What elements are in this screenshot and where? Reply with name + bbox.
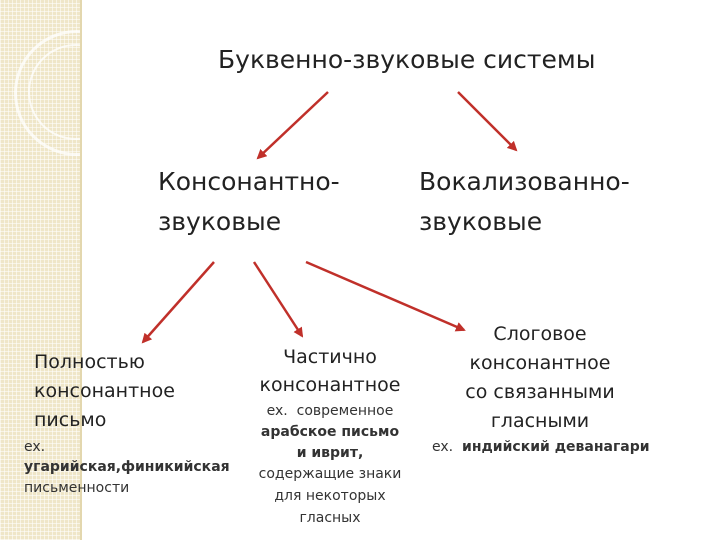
- full-line2: консонантное: [34, 380, 175, 402]
- consonant-line2: звуковые: [158, 207, 282, 236]
- partial-ex-label: ex.: [266, 403, 288, 419]
- decorative-ring-inner: [28, 44, 124, 140]
- syllabic-line1: Слоговое: [493, 323, 587, 345]
- partial-ex-line: ex. современное: [250, 400, 410, 422]
- syllabic-line2: консонантное: [469, 352, 611, 374]
- partial-line1: Частично: [283, 346, 377, 368]
- partial-line2: консонантное: [259, 374, 401, 396]
- full-line3: письмо: [34, 409, 107, 431]
- syllabic-line3: со связанными: [465, 381, 615, 403]
- syllabic-line4: гласными: [490, 410, 590, 432]
- sidebar-divider: [80, 0, 82, 540]
- decorative-ring: [14, 30, 140, 156]
- partial-desc3: гласных: [299, 510, 361, 526]
- full-ex-tail: письменности: [24, 480, 130, 496]
- arrow-to-vocalized: [457, 91, 518, 152]
- partial-desc1: содержащие знаки: [258, 466, 402, 482]
- arrow-to-syllabic: [305, 260, 466, 332]
- vocalized-line1: Вокализованно-: [419, 167, 630, 196]
- diagram-title: Буквенно-звуковые системы: [218, 45, 596, 74]
- partial-ex-bold2: и иврит,: [296, 445, 364, 461]
- arrow-to-full: [141, 261, 215, 344]
- partial-ex-bold1: арабское письмо: [260, 424, 400, 440]
- syllabic-ex-label: ex.: [432, 439, 454, 455]
- arrow-to-consonant: [256, 91, 329, 160]
- consonant-line1: Консонантно-: [158, 167, 340, 196]
- decorative-sidebar: [0, 0, 140, 540]
- partial-ex-inline: современное: [296, 403, 394, 419]
- arrow-to-partial: [252, 261, 304, 338]
- full-ex-value: угарийская,финикийская: [24, 459, 230, 475]
- partial-desc2: для некоторых: [274, 488, 386, 504]
- full-line1: Полностью: [34, 351, 145, 373]
- syllabic-ex-value: индийский деванагари: [462, 439, 650, 455]
- syllabic-ex-line: ex. индийский деванагари: [432, 436, 650, 458]
- full-ex-label: ex.: [24, 439, 46, 455]
- vocalized-line2: звуковые: [419, 207, 543, 236]
